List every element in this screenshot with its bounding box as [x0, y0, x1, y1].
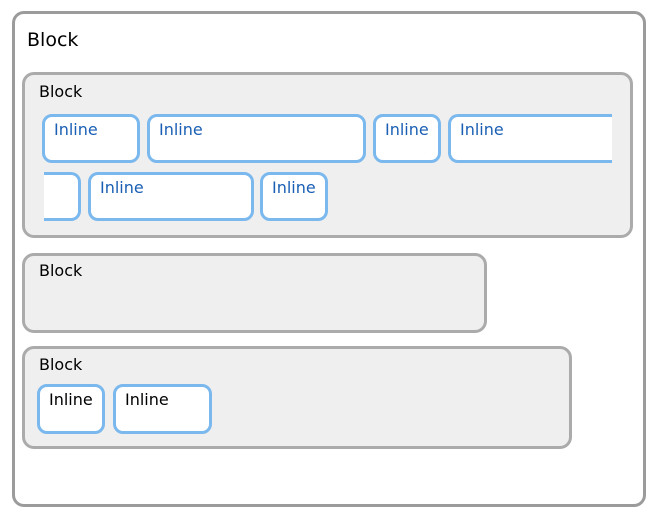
inline-label: Inline	[100, 178, 144, 197]
inline-box-fragment-end	[44, 172, 81, 221]
inline-label: Inline	[159, 120, 203, 139]
inline-box: Inline	[113, 384, 212, 434]
outer-block-label: Block	[27, 29, 79, 51]
inline-box: Inline	[88, 172, 254, 221]
inline-box: Inline	[37, 384, 105, 434]
inline-box: Inline	[147, 114, 366, 163]
inline-box: Inline	[42, 114, 140, 163]
block-3-label: Block	[39, 355, 83, 374]
inline-label: Inline	[54, 120, 98, 139]
block-2-label: Block	[39, 261, 83, 280]
inline-label: Inline	[125, 390, 169, 409]
inline-label: Inline	[385, 120, 429, 139]
inline-label: Inline	[49, 390, 93, 409]
block-2	[22, 253, 487, 333]
inline-box: Inline	[373, 114, 441, 163]
block-1-label: Block	[39, 82, 83, 101]
inline-label: Inline	[272, 178, 316, 197]
inline-label: Inline	[460, 120, 504, 139]
inline-box-fragment-start: Inline	[448, 114, 612, 163]
inline-box: Inline	[260, 172, 328, 221]
